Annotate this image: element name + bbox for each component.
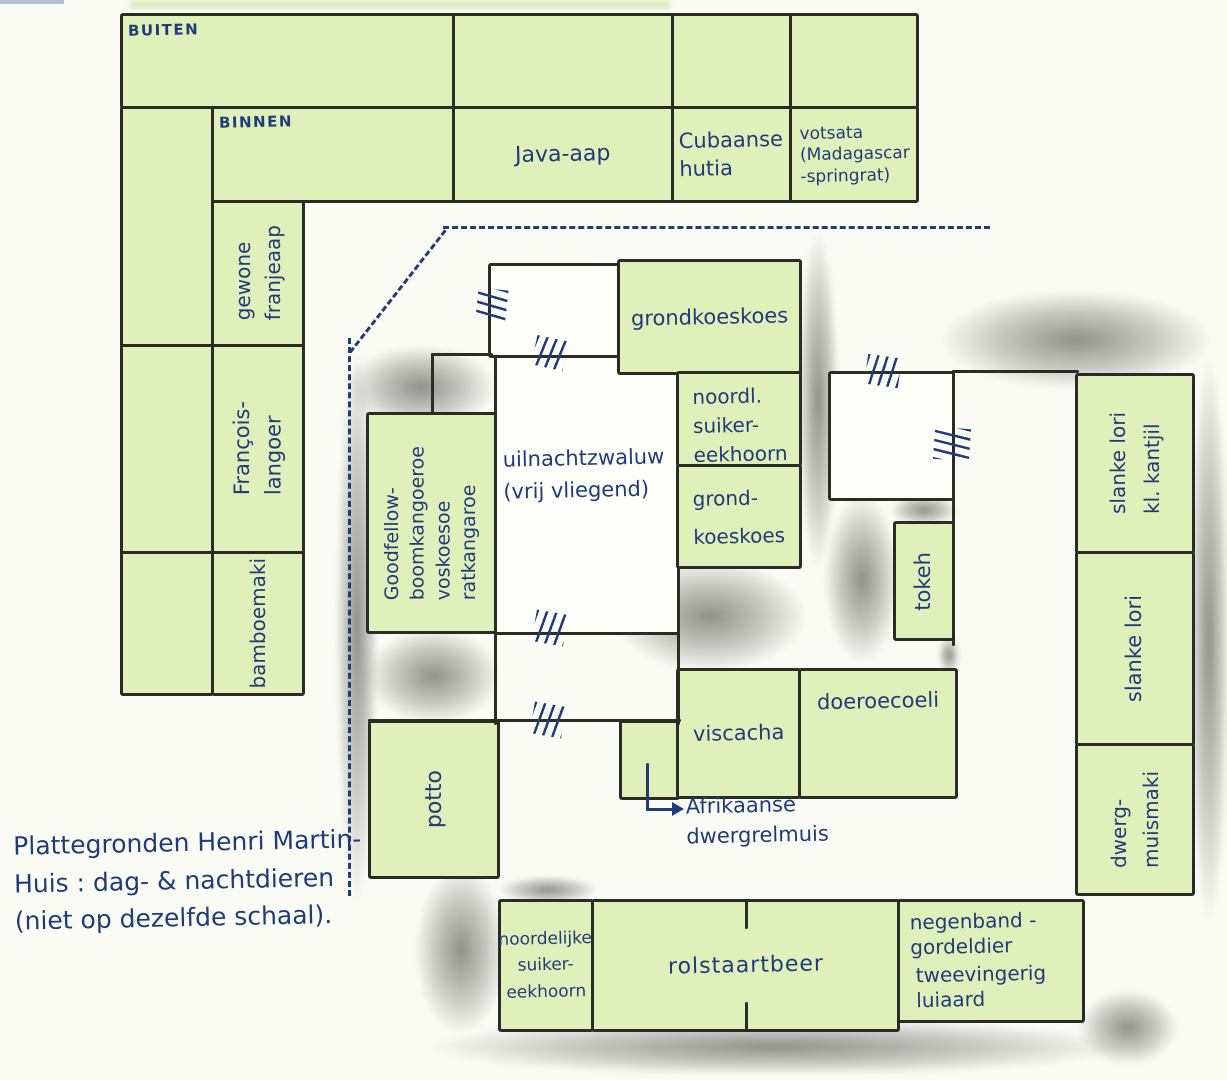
enclosure-goodfellow: Goodfellow- boomkangoeroe voskoesoe ratk… [366, 412, 497, 634]
enclosure-label: slanke lori [1122, 594, 1147, 703]
enclosure-noordelijke-suikereekhoorn: noordelijke suiker- eekhoorn [498, 899, 594, 1032]
wall-segment [494, 630, 497, 725]
enclosure-label: negenband - gordeldier [909, 907, 1037, 960]
boundary-dashed-line [443, 226, 990, 229]
door-hatch-icon [531, 609, 569, 647]
enclosure-doeroecoeli: doeroecoeli [798, 668, 958, 799]
enclosure-noordl-suikereekhoorn: noordl. suiker- eekhoorn [676, 371, 802, 467]
enclosure-francois-langoer: François- langoer [211, 344, 305, 553]
door-hatch-icon [932, 426, 972, 462]
enclosure-potto: potto [368, 720, 500, 879]
enclosure-label: slanke lori kl. kantjil [1106, 412, 1164, 515]
partial-divider-tick [745, 901, 748, 929]
enclosure-cubaanse-hutia: Cubaanse hutia [671, 106, 792, 203]
enclosure-label: grond- koeskoes [692, 485, 786, 549]
enclosure-label: Cubaanse hutia [678, 127, 784, 182]
divider [671, 15, 674, 201]
zone-label-binnen: BINNEN [218, 112, 294, 132]
enclosure-label: Goodfellow- boomkangoeroe voskoesoe ratk… [381, 445, 481, 601]
enclosure-votsata: votsata (Madagascar -springrat) [789, 106, 920, 203]
enclosure-label: tweevingerig luiaard [915, 960, 1047, 1013]
enclosure-slanke-lori-kantjil: slanke lori kl. kantjil [1075, 373, 1195, 554]
enclosure-label: grondkoeskoes [630, 303, 789, 331]
enclosure-label: noordelijke suiker- eekhoorn [498, 928, 593, 1003]
wall-segment [677, 630, 680, 725]
enclosure-label: tokeh [911, 551, 936, 611]
enclosure-label: noordl. suiker- eekhoorn [692, 383, 788, 467]
divider [789, 15, 792, 201]
wall-segment [952, 498, 955, 646]
wall-segment [431, 353, 434, 415]
door-hatch-icon [531, 335, 569, 371]
enclosure-label: François- langoer [229, 401, 286, 496]
enclosure-gewone-franjeaap: gewone franjeaap [211, 200, 305, 346]
pencil-shading [1078, 990, 1178, 1065]
plan-caption: Plattegronden Henri Martin- Huis : dag- … [12, 824, 362, 936]
enclosure-label: gewone franjeaap [231, 225, 285, 321]
enclosure-dwerg-muismaki: dwerg- muismaki [1075, 743, 1195, 896]
enclosure-label: viscacha [692, 720, 785, 747]
inner-band-top [211, 106, 919, 203]
wall-segment [431, 353, 493, 356]
enclosure-grond-koeskoes: grond- koeskoes [676, 464, 802, 569]
enclosure-negenband-luiaard: negenband - gordeldier tweevingerig luia… [897, 899, 1085, 1023]
wall-segment [952, 370, 1079, 373]
enclosure-viscacha: viscacha [676, 668, 801, 799]
enclosure-label: doeroecoeli [816, 687, 940, 715]
enclosure-label: bamboemaki [246, 558, 270, 689]
enclosure-java-aap: Java-aap [452, 106, 674, 203]
dwergrelmuis-arrow [646, 763, 649, 811]
wall-segment [368, 719, 681, 722]
room-label-uilnachtzwaluw: uilnachtzwaluw (vrij vliegend) [502, 444, 665, 504]
outer-band-top [120, 13, 919, 109]
annotation-afrikaanse-dwergrelmuis: Afrikaanse dwergrelmuis [685, 792, 830, 849]
enclosure-label: potto [421, 770, 447, 829]
door-hatch-icon [529, 701, 567, 739]
pencil-shading [415, 865, 507, 1035]
inner-band-left [211, 200, 305, 696]
enclosure-slanke-lori: slanke lori [1075, 551, 1195, 746]
boundary-dashed-line [348, 229, 447, 354]
partial-divider-tick [745, 1002, 748, 1030]
divider [452, 15, 455, 201]
door-hatch-icon [475, 287, 509, 321]
pencil-shading [366, 628, 501, 724]
pencil-shading [824, 494, 900, 664]
scan-streak [130, 0, 670, 9]
enclosure-label: dwerg- muismaki [1107, 770, 1163, 868]
zone-label-buiten: BUITEN [127, 20, 200, 40]
enclosure-label: votsata (Madagascar -springrat) [798, 122, 910, 187]
divider [122, 551, 304, 554]
enclosure-label: rolstaartbeer [667, 951, 824, 980]
enclosure-grondkoeskoes: grondkoeskoes [617, 259, 802, 375]
outer-band-left [120, 106, 214, 696]
door-hatch-icon [864, 353, 902, 389]
enclosure-label: Java-aap [515, 140, 611, 168]
dwergrelmuis-arrowhead [672, 802, 684, 816]
enclosure-dwergrelmuis-cell [619, 720, 680, 800]
divider [122, 344, 304, 347]
scan-mark [0, 0, 64, 4]
boundary-dashed-line [348, 338, 351, 896]
dwergrelmuis-arrow [646, 808, 674, 811]
enclosure-bamboemaki: bamboemaki [211, 551, 305, 696]
enclosure-tokeh: tokeh [893, 521, 955, 641]
